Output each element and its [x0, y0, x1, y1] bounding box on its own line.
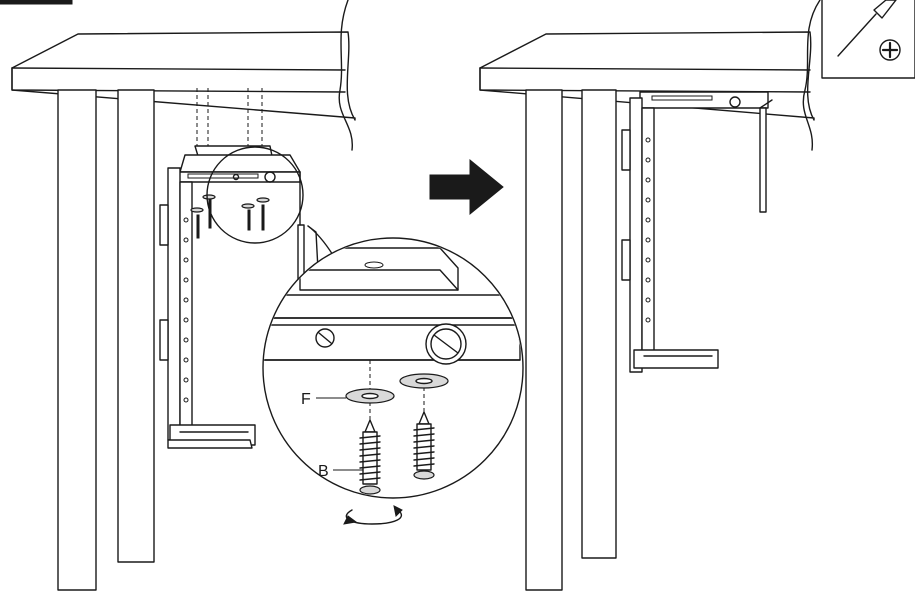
left-guide-lines: [196, 88, 263, 150]
washer-f: [345, 388, 395, 404]
left-scene: [11, 0, 356, 591]
detail-source-circle: [206, 146, 304, 244]
rotate-icon: [343, 505, 403, 525]
arrow-right-icon: [429, 158, 504, 216]
screwdriver-icon: [837, 0, 897, 57]
phillips-head-icon: [879, 39, 901, 61]
left-bracket-frame: [159, 167, 256, 449]
zoom-detail: F B: [262, 237, 524, 499]
right-scene: [479, 0, 821, 591]
left-desk-top: [11, 0, 356, 151]
tool-inset: [821, 0, 915, 79]
left-desk-legs: [57, 89, 155, 591]
washer-right: [399, 373, 449, 389]
corner-mark: [0, 0, 73, 5]
right-bracket: [621, 91, 773, 373]
left-bracket-top: [177, 145, 301, 183]
label-f: F: [301, 391, 311, 408]
screw-right: [413, 411, 435, 480]
right-desk-legs: [525, 89, 617, 591]
label-b: B: [318, 463, 329, 480]
left-small-screws: [190, 194, 270, 239]
screw-b: [359, 419, 381, 495]
